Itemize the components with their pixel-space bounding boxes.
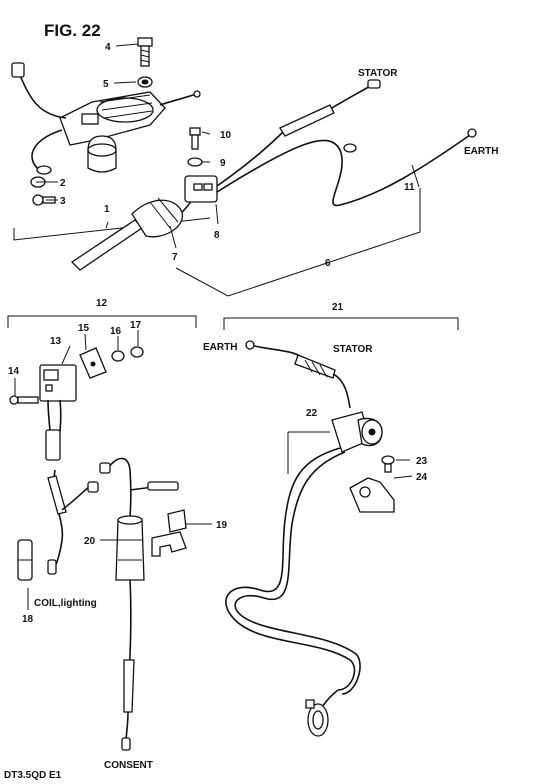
nut-16 [111,350,125,362]
callout-9: 9 [220,158,226,169]
callout-21: 21 [332,302,344,313]
callout-1: 1 [104,204,110,215]
washer-9 [187,157,203,167]
bolt-14 [9,395,39,405]
callout-10: 10 [220,130,232,141]
rectifier-13 [39,364,77,461]
callout-7: 7 [172,252,178,263]
bolt-4 [137,37,153,67]
label-coil-lighting: COIL,lighting [34,598,97,609]
figure-title: FIG. 22 [44,21,101,40]
leader-lines [14,43,420,610]
sleeve-18 [17,539,33,581]
callout-19: 19 [216,520,228,531]
callout-2: 2 [60,178,66,189]
consent-harness-20 [99,457,179,751]
label-earth-top: EARTH [464,146,498,157]
callout-17: 17 [130,320,142,331]
callout-22: 22 [306,408,318,419]
label-consent: CONSENT [104,760,153,771]
callout-14: 14 [8,366,20,377]
ignition-coil-assembly [11,62,201,175]
model-code: DT3.5QD E1 [4,770,62,781]
callout-6: 6 [325,258,331,269]
nut-17 [130,346,144,358]
harness-6 [70,79,477,271]
callout-3: 3 [60,196,66,207]
label-stator-lower: STATOR [333,344,373,355]
bracket-6 [175,188,421,297]
callout-16: 16 [110,326,122,337]
bracket-21 [223,317,459,330]
bracket-22 [287,431,330,474]
lighting-coil-lead [47,469,99,575]
callout-24: 24 [416,472,428,483]
callout-12: 12 [96,298,108,309]
callout-8: 8 [214,230,220,241]
clip-19 [151,509,187,557]
callout-5: 5 [103,79,109,90]
callout-4: 4 [105,42,111,53]
callout-23: 23 [416,456,428,467]
bolt-10 [189,127,201,150]
bracket-12 [7,315,197,328]
label-stator-top: STATOR [358,68,398,79]
callout-18: 18 [22,614,34,625]
bracket-24 [349,477,395,513]
callout-15: 15 [78,323,90,334]
label-earth-lower: EARTH [203,342,237,353]
callout-13: 13 [50,336,62,347]
callout-11: 11 [404,182,415,193]
screw-23 [381,455,395,473]
stop-switch-assembly-21 [225,340,383,737]
callout-20: 20 [84,536,96,547]
